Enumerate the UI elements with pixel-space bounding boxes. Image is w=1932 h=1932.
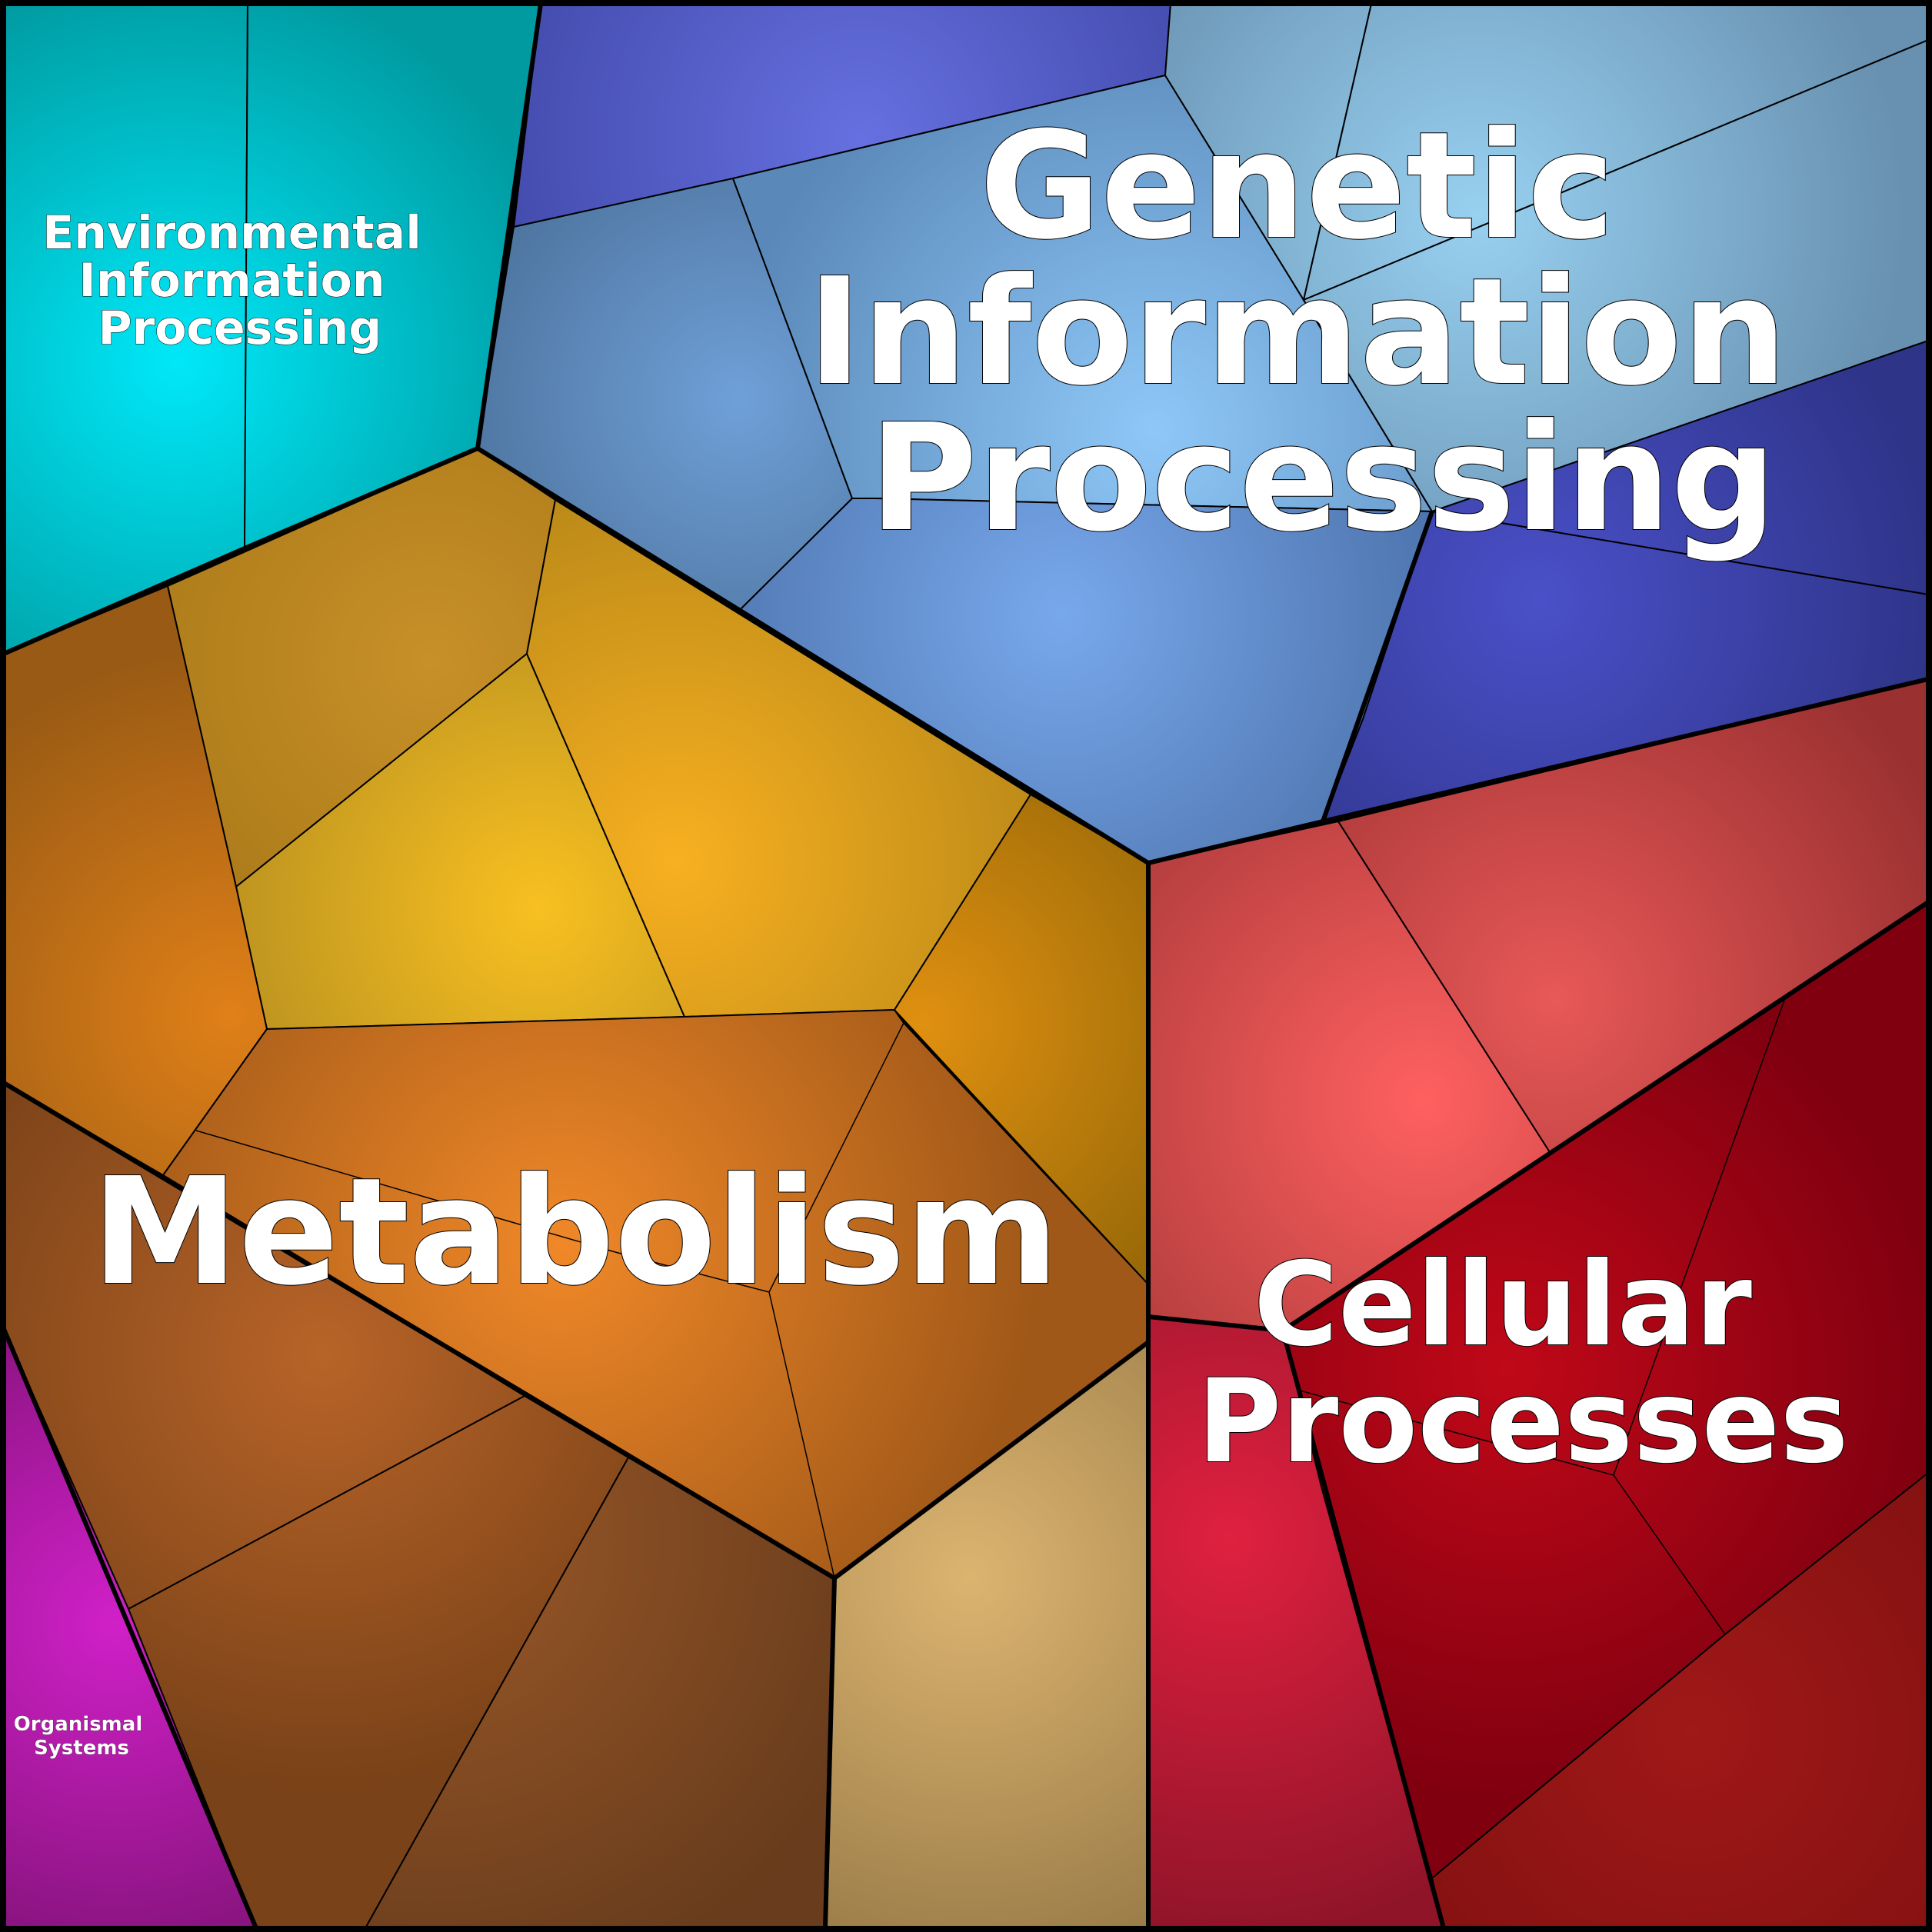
cellular-label: Cellular Processes — [1197, 1238, 1848, 1489]
cell-dividers — [195, 498, 1787, 1635]
cellular-region[interactable] — [1148, 678, 1929, 1929]
metabolism-region[interactable] — [3, 447, 1149, 1929]
environmental-label: Environmental Information Processing — [42, 206, 437, 355]
genetic-region[interactable] — [476, 3, 1929, 864]
organismal-label: Organismal Systems — [14, 1713, 150, 1760]
category-labels: Genetic Information Processing Metabolis… — [13, 100, 1849, 1760]
genetic-label: Genetic Information Processing — [808, 101, 1839, 565]
metabolism-label: Metabolism — [92, 1147, 1059, 1318]
